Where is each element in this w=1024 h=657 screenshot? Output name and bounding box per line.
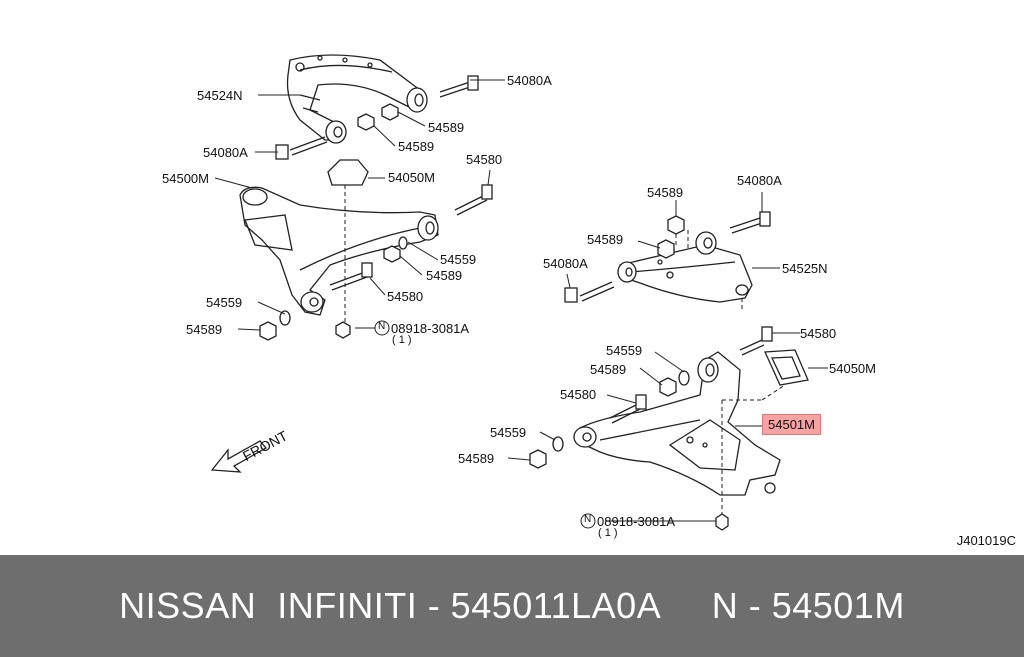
label-54580-c: 54580 xyxy=(800,326,837,341)
label-54559-a: 54559 xyxy=(440,252,477,267)
upper-arm-left xyxy=(286,54,428,144)
label-08918-3081A-right: 08918-3081A xyxy=(597,514,676,529)
label-54500M: 54500M xyxy=(162,171,209,186)
label-54050M-right: 54050M xyxy=(829,361,876,376)
upper-left-bolts xyxy=(275,75,479,160)
label-54559-b: 54559 xyxy=(206,295,243,310)
label-54080A-right-top: 54080A xyxy=(737,173,782,188)
n-circle-1 xyxy=(374,320,390,336)
label-54050M-left: 54050M xyxy=(388,170,435,185)
label-54589-a: 54589 xyxy=(428,120,465,135)
lower-arm-right xyxy=(573,351,781,496)
bump-stopper-right xyxy=(764,349,809,386)
label-54501M-highlighted: 54501M xyxy=(762,414,821,435)
diagram-code: J401019C xyxy=(956,533,1016,548)
label-54524N: 54524N xyxy=(197,88,243,103)
label-54559-d: 54559 xyxy=(490,425,527,440)
label-54589-g: 54589 xyxy=(590,362,627,377)
lower-left-bolts xyxy=(259,184,493,341)
label-54080A-left: 54080A xyxy=(203,145,248,160)
footer-part-numbers: NISSAN INFINITI - 545011LA0A N - 54501M xyxy=(119,585,905,626)
label-54589-d: 54589 xyxy=(186,322,223,337)
upper-right-bolts xyxy=(564,211,771,303)
bump-stopper-top xyxy=(327,159,369,186)
label-54525N: 54525N xyxy=(782,261,828,276)
n-symbol-1: N xyxy=(378,321,386,332)
label-54580-b: 54580 xyxy=(387,289,424,304)
label-54080A-right: 54080A xyxy=(543,256,588,271)
n-symbol-2: N xyxy=(584,514,592,525)
footer-banner: NISSAN INFINITI - 545011LA0A N - 54501M xyxy=(0,555,1024,657)
front-arrow xyxy=(210,440,268,473)
label-54580-a: 54580 xyxy=(466,152,503,167)
label-54589-h: 54589 xyxy=(458,451,495,466)
label-54589-e: 54589 xyxy=(647,185,684,200)
label-54580-d: 54580 xyxy=(560,387,597,402)
label-54589-c: 54589 xyxy=(426,268,463,283)
upper-arm-right xyxy=(617,231,753,303)
lower-right-bolts xyxy=(529,326,773,531)
lower-arm-left xyxy=(239,186,439,316)
label-54559-c: 54559 xyxy=(606,343,643,358)
qty-left: ( 1 ) xyxy=(392,334,412,346)
label-08918-3081A-left: 08918-3081A xyxy=(391,321,470,336)
diagram-drawing xyxy=(210,54,828,531)
label-54589-f: 54589 xyxy=(587,232,624,247)
label-54589-b: 54589 xyxy=(398,139,435,154)
label-54080A-top: 54080A xyxy=(507,73,552,88)
parts-diagram: 54524N 54080A 54589 54589 54080A 54500M … xyxy=(162,54,1016,548)
n-circle-2 xyxy=(580,513,596,529)
qty-right: ( 1 ) xyxy=(598,527,618,539)
